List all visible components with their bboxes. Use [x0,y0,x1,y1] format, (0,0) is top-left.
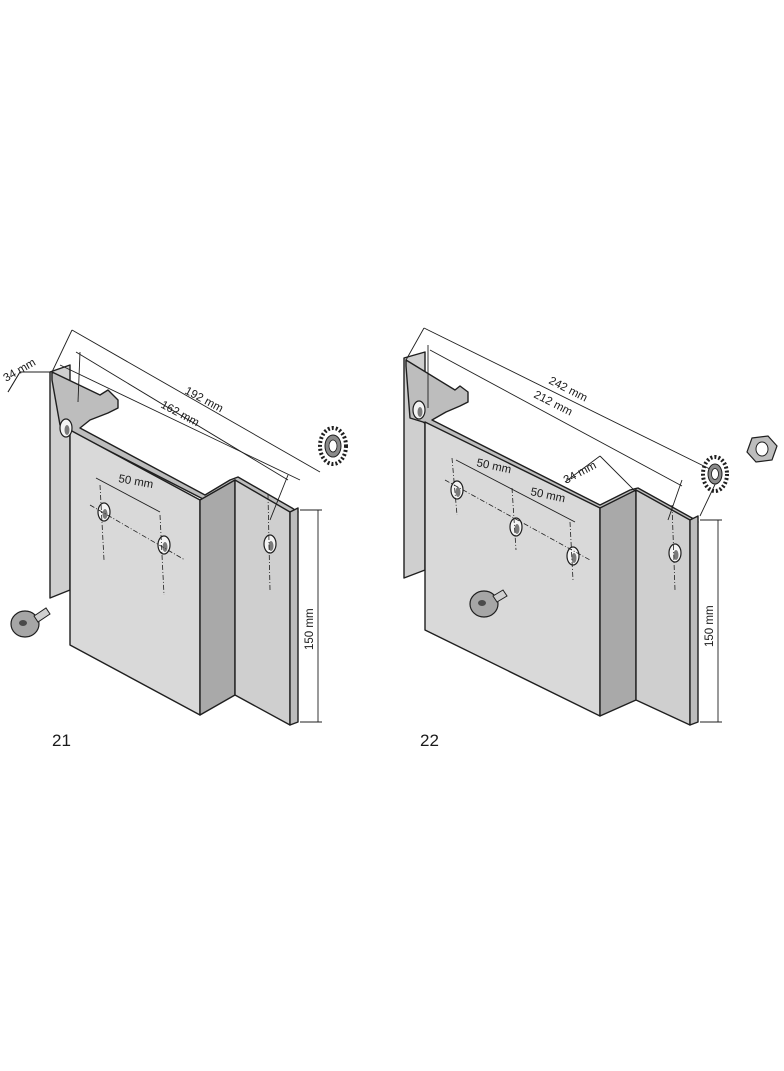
figure-21: 34 mm 192 mm 162 mm 50 mm 150 mm 21 [2,329,348,750]
hole-21-b [97,502,111,522]
dim-22-height: 150 mm [704,605,716,647]
front-face-22 [424,421,601,717]
hole-22-a [412,400,426,420]
front-face-21 [69,429,201,716]
hole-21-a [59,418,73,438]
right-flange-edge-21 [289,507,299,726]
dim-21-inner: 162 mm [159,399,201,429]
centerline-21-b [159,514,165,596]
right-flange-edge-22 [689,515,699,726]
return-face-22 [599,489,637,717]
dim-21-flange: 34 mm [2,357,38,385]
dim-21-overall: 192 mm [183,385,225,415]
bolt-icon [469,589,508,618]
centerline-22-e [671,504,676,591]
hex-nut-icon [746,435,778,463]
centerline-21-c [267,494,271,591]
dim-22-flange: 34 mm [562,460,599,487]
centerline-22-a [451,457,458,516]
centerline-22-b [511,487,517,551]
hole-21-d [263,534,277,554]
dim-21-height: 150 mm [304,608,316,650]
hole-21-c [157,535,171,555]
serrated-washer-icon [318,426,348,466]
centerline-21-h [89,504,186,561]
figure-number-22: 22 [420,731,439,750]
figure-number-21: 21 [52,731,71,750]
right-flange-21 [234,479,291,726]
figure-22: 242 mm 212 mm 50 mm 50 mm 34 mm 150 mm 2… [403,327,778,750]
hole-22-b [450,480,464,500]
centerline-21-a [99,484,105,561]
hole-22-d [566,546,580,566]
bolt-icon [10,607,51,638]
right-flange-22 [635,489,691,726]
serrated-washer-icon [701,455,729,493]
hole-22-c [509,517,523,537]
return-face-21 [199,479,236,716]
hole-22-e [668,543,682,563]
centerline-22-h [444,479,591,561]
